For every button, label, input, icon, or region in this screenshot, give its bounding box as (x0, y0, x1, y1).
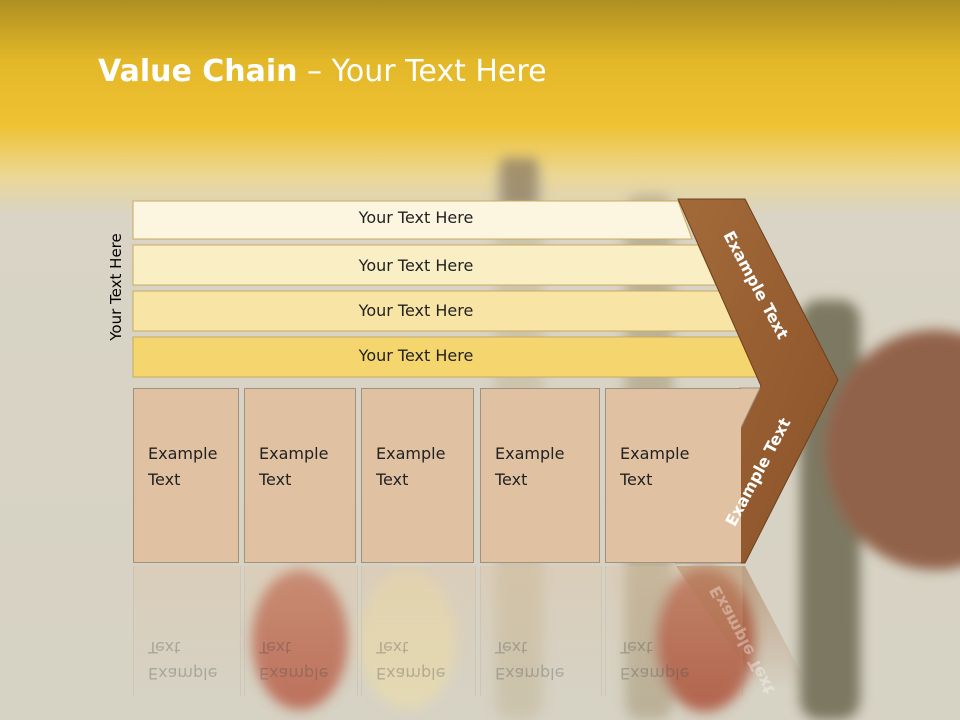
column-2-reflection-line1: Example (259, 664, 329, 683)
wine-glass-shape (360, 570, 456, 710)
column-4-reflection: Example Text (480, 566, 602, 696)
column-1-reflection-line1: Example (148, 664, 218, 683)
column-4-line1: Example (495, 444, 565, 463)
chevron-arrow (675, 198, 839, 564)
column-5-reflection-line1: Example (620, 664, 690, 683)
row-label-2: Your Text Here (358, 256, 474, 275)
column-1-reflection: Example Text (133, 566, 241, 696)
chevron-reflection (676, 566, 810, 690)
column-5-line1: Example (620, 444, 690, 463)
column-2-reflection-line2: Text (259, 638, 292, 657)
column-1-reflection-line2: Text (148, 638, 181, 657)
row-bar-1 (132, 200, 693, 240)
column-3-reflection: Example Text (361, 566, 476, 696)
column-5-reflection: Example Text (605, 566, 743, 696)
column-2-reflection: Example Text (244, 566, 358, 696)
cork-shape (500, 158, 538, 208)
column-1-line1: Example (148, 444, 218, 463)
column-2-line2: Text (259, 470, 292, 489)
column-5-reflection-text: Example Text (620, 634, 689, 686)
slide-title-bold: Value Chain (98, 54, 298, 89)
wine-glass-shape (252, 570, 348, 710)
column-3-line2: Text (376, 470, 409, 489)
column-1-reflection-text: Example Text (148, 634, 217, 686)
row-label-1: Your Text Here (358, 208, 474, 227)
column-4-reflection-line2: Text (495, 638, 528, 657)
column-3-reflection-line2: Text (376, 638, 409, 657)
column-4-line2: Text (495, 470, 528, 489)
column-3-line1: Example (376, 444, 446, 463)
barrel-shape (825, 330, 960, 570)
column-3-reflection-line1: Example (376, 664, 446, 683)
column-1-line2: Text (148, 470, 181, 489)
column-5-line2: Text (620, 470, 653, 489)
row-label-4: Your Text Here (358, 346, 474, 365)
column-5-reflection-line2: Text (620, 638, 653, 657)
column-2-reflection-text: Example Text (259, 634, 328, 686)
column-4-reflection-line1: Example (495, 664, 565, 683)
row-label-3: Your Text Here (358, 301, 474, 320)
column-4-reflection-text: Example Text (495, 634, 564, 686)
slide-title: Value Chain – Your Text Here (98, 54, 547, 89)
column-3-reflection-text: Example Text (376, 634, 445, 686)
column-2-line1: Example (259, 444, 329, 463)
slide-title-rest: – Your Text Here (297, 54, 547, 89)
